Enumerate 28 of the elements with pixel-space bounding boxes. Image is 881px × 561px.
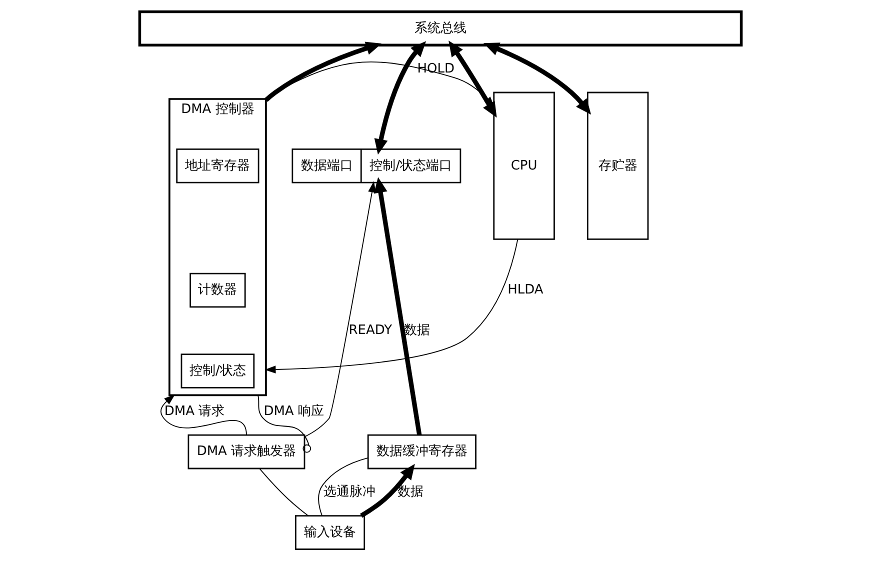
node-box: 数据缓冲寄存器 [367,434,476,470]
edge-label: DMA 响应 [264,404,324,419]
node-box: 计数器 [190,272,246,308]
edge-label: DMA 请求 [164,404,225,419]
arrow [374,177,422,436]
node-box: 存贮器 [586,92,649,240]
node-box: 地址寄存器 [176,148,260,184]
arrow [264,239,518,374]
edge-label: READY [348,323,392,338]
arrow [448,40,497,118]
node-box: CPU [493,92,555,240]
connector [257,394,312,453]
arrow [160,394,247,436]
arrow [264,42,382,102]
node-box: DMA 请求触发器 [188,434,306,470]
connector [259,468,309,516]
arrow [304,181,376,438]
arrow [483,42,592,115]
edge-label: HLDA [508,282,544,298]
arrow [360,464,415,518]
edge-label: 数据 [397,484,424,500]
node-box: 控制/状态 [180,354,255,388]
node-box: 系统总线 [138,10,743,47]
node-box: 输入设备 [294,515,366,550]
edge-label: 选通脉冲 [324,484,376,500]
connector [318,457,368,516]
arrow [374,41,426,155]
edge-label: HOLD [417,61,454,76]
